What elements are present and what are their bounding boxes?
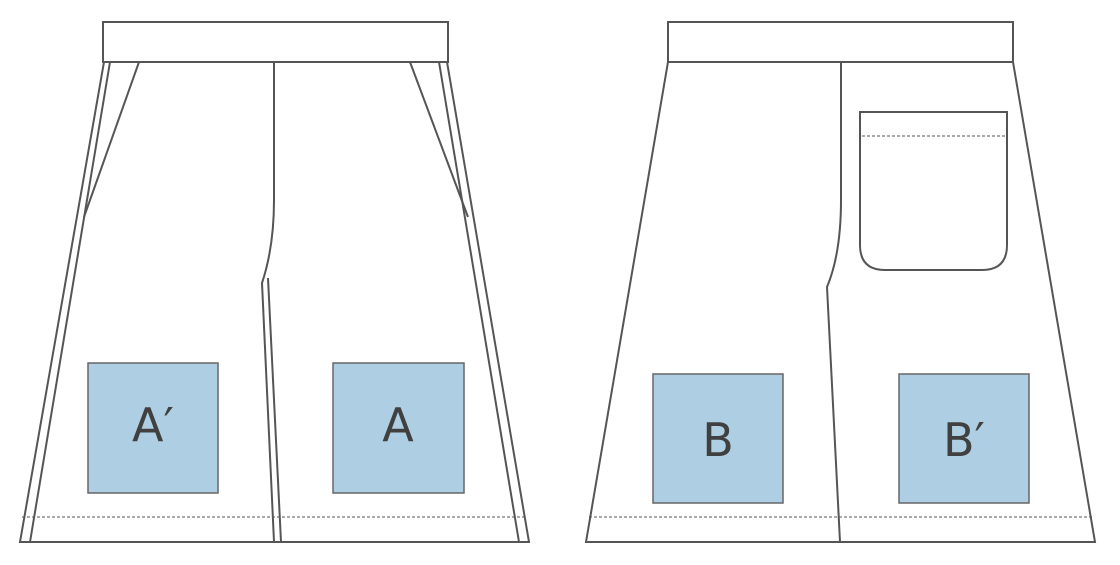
back-view: B B′ [584,21,1097,543]
back-left-label-box [652,373,784,504]
back-right-label: B′ [943,413,985,467]
front-left-side-seam [29,61,111,543]
front-left-label: A′ [132,398,174,452]
front-left-label-box [87,362,219,494]
front-center-seam-inner [267,277,282,543]
back-patch-pocket [859,111,1008,271]
front-right-label-box [332,362,465,494]
front-right-pocket-opening [409,61,469,218]
back-waistband [667,21,1014,63]
back-left-label: B [702,413,734,467]
front-left-pocket-opening [83,61,140,218]
front-right-label: A [382,398,414,452]
back-center-seam [825,62,842,543]
front-view: A′ A [18,21,531,543]
front-center-seam [260,62,275,543]
front-right-side-seam [438,61,520,543]
back-right-label-box [898,373,1030,504]
front-waistband [102,21,449,63]
